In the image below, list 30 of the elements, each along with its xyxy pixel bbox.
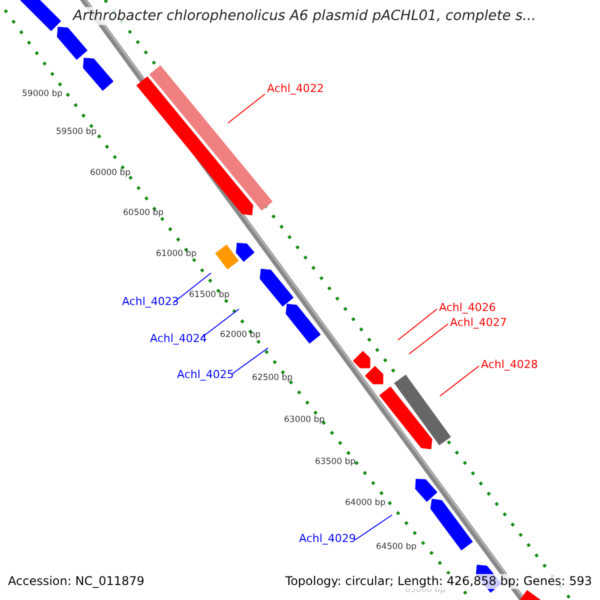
accession-text: Accession: NC_011879 [8, 574, 144, 589]
gene-label: Achl_4028 [481, 358, 538, 371]
leader-line [440, 366, 480, 396]
position-label: 61500 bp [189, 290, 230, 300]
position-label: 62000 bp [220, 330, 261, 340]
gene-label: Achl_4022 [267, 82, 324, 95]
gene-label: Achl_4023 [122, 295, 179, 308]
position-label: 62500 bp [252, 373, 293, 383]
leader-line [232, 348, 268, 374]
position-label: 63000 bp [284, 415, 325, 425]
gene-label: Achl_4029 [299, 532, 356, 545]
position-label: 64500 bp [376, 542, 417, 552]
leader-line [408, 324, 448, 354]
leader-line [398, 308, 438, 340]
gene-label: Achl_4025 [177, 368, 234, 381]
position-label: 61000 bp [156, 249, 197, 259]
position-label: 60500 bp [123, 208, 164, 218]
position-label: 60000 bp [90, 168, 131, 178]
position-label: 65000 bp [405, 585, 446, 595]
position-label: 64000 bp [345, 498, 386, 508]
gene-label: Achl_4024 [150, 332, 207, 345]
position-label: 59000 bp [22, 89, 63, 99]
gene-label: Achl_4027 [450, 316, 507, 329]
gene-label: Achl_4026 [439, 301, 496, 314]
position-label: 63500 bp [315, 457, 356, 467]
leader-line [172, 272, 212, 304]
position-label: 59500 bp [56, 127, 97, 137]
leader-line [228, 94, 266, 124]
leader-line [354, 514, 392, 540]
leader-line [200, 308, 240, 338]
